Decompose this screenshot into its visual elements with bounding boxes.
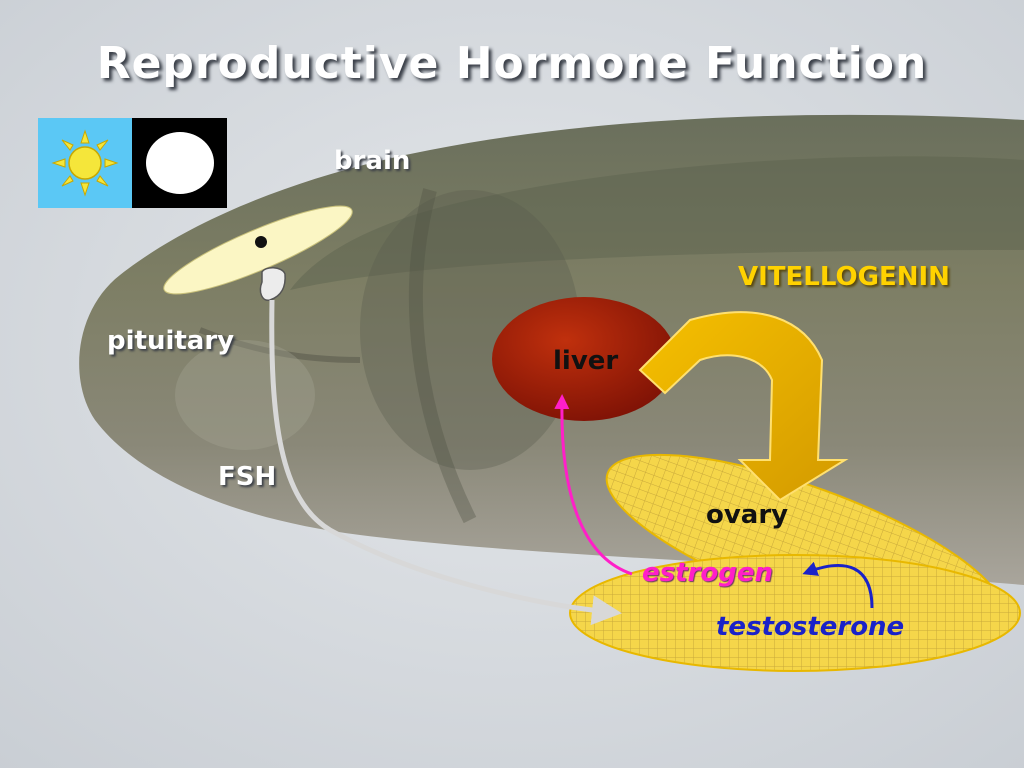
pituitary-shape — [259, 267, 286, 301]
testosterone-arrow — [802, 561, 874, 609]
slide-title: Reproductive Hormone Function — [96, 38, 928, 89]
liver-shape — [492, 297, 676, 421]
testosterone-label: testosterone — [716, 612, 905, 642]
vitellogenin-arrow — [638, 311, 849, 502]
fsh-arrow — [269, 299, 622, 626]
brain-label: brain — [334, 146, 411, 176]
pituitary-label: pituitary — [107, 326, 235, 356]
liver-label: liver — [553, 346, 619, 376]
ovary-label: ovary — [706, 500, 789, 530]
moon-icon — [146, 132, 214, 194]
fsh-label: FSH — [218, 462, 277, 492]
estrogen-arrow — [554, 394, 633, 576]
sun-icon — [51, 129, 119, 197]
vitellogenin-label: VITELLOGENIN — [738, 262, 950, 292]
ovary-shape — [569, 453, 1021, 672]
estrogen-label: estrogen — [642, 558, 773, 588]
photoperiod-panel — [38, 118, 227, 208]
